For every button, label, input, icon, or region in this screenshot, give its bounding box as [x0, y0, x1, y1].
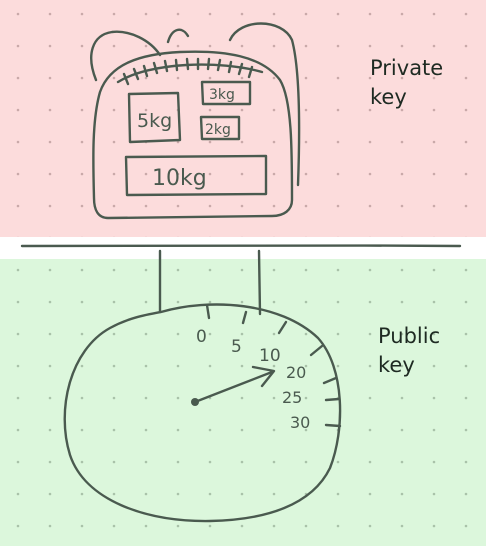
seam-stitches — [122, 57, 254, 86]
divider-strip — [0, 237, 486, 259]
bag-body — [92, 50, 294, 220]
weight-5kg-label: 5kg — [137, 110, 172, 132]
private-key-label-line2: key — [370, 85, 407, 109]
dial-label-30: 30 — [290, 413, 310, 432]
dial-body — [63, 303, 342, 523]
ceiling-line — [20, 244, 462, 248]
dial-label-0: 0 — [196, 327, 207, 347]
weight-3kg — [200, 80, 252, 106]
dial-label-25: 25 — [282, 388, 302, 407]
dial-label-10: 10 — [259, 346, 281, 366]
top-loop — [166, 28, 190, 44]
dial-pivot — [191, 398, 199, 406]
weight-2kg — [199, 115, 241, 141]
right-strap — [228, 22, 301, 187]
dial-needle-arrowhead — [251, 365, 276, 388]
weight-2kg-label: 2kg — [205, 122, 231, 138]
private-key-label: Private key — [370, 54, 443, 112]
weight-3kg-label: 3kg — [209, 87, 235, 103]
dial-ticks — [205, 303, 342, 428]
private-key-label-line1: Private — [370, 56, 444, 80]
bag-seam — [116, 63, 264, 84]
scale-icon: 0 5 10 20 25 30 — [63, 249, 342, 523]
left-strap — [90, 30, 162, 82]
dial-label-5: 5 — [231, 337, 242, 357]
dial-label-20: 20 — [286, 363, 306, 382]
hanger-right — [257, 249, 262, 316]
weight-10kg — [124, 154, 268, 197]
public-key-label-line2: key — [378, 353, 415, 377]
public-dot-grid — [0, 259, 486, 546]
dial-needle — [193, 370, 274, 404]
private-dot-grid — [0, 0, 486, 237]
public-key-label: Public key — [378, 322, 440, 380]
public-key-label-line1: Public — [378, 324, 441, 348]
weight-10kg-label: 10kg — [152, 166, 207, 191]
weight-bag-icon: 5kg 3kg 2kg 10kg — [90, 22, 301, 220]
weight-5kg — [127, 91, 182, 144]
